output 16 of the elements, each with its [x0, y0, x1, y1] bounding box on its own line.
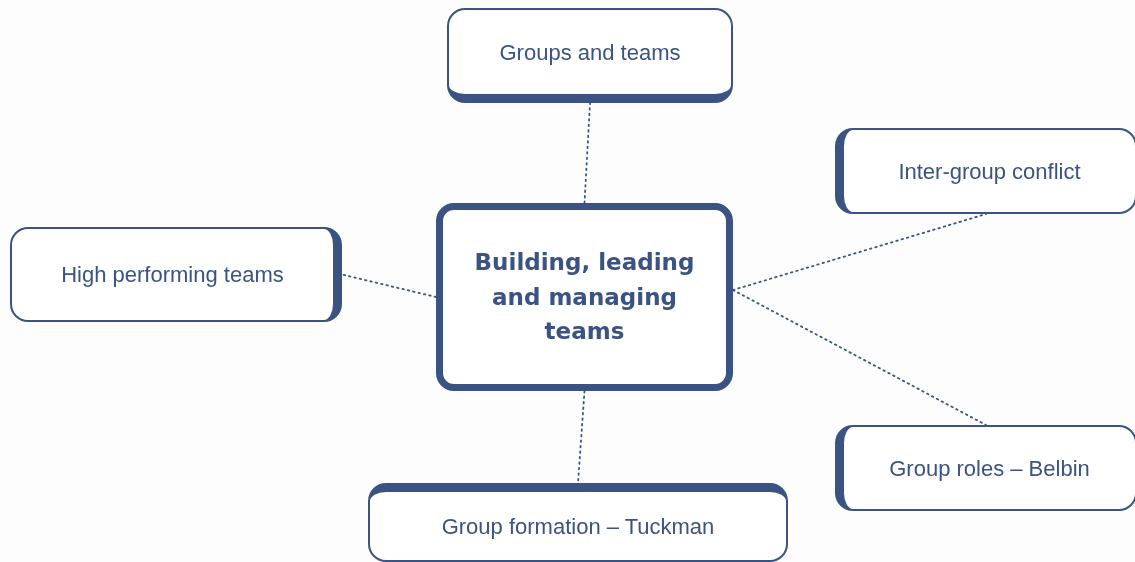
dotted-connector [732, 289, 987, 426]
topic-text: Group formation – Tuckman [441, 512, 715, 541]
dotted-connector [577, 390, 586, 484]
topic-box [368, 483, 788, 562]
dotted-connector [583, 102, 591, 204]
central-topic-text: Building, leading and managing teams [473, 248, 696, 347]
topic-text: Groups and teams [499, 38, 681, 67]
topic-box [447, 8, 733, 103]
topic-box [10, 227, 342, 322]
topic-text: Group roles – Belbin [889, 454, 1090, 483]
topic-box [835, 128, 1135, 214]
central-topic-box [436, 203, 733, 391]
dotted-connector [341, 273, 437, 298]
topic-text: High performing teams [61, 261, 284, 289]
topic-text: Inter-group conflict [898, 157, 1081, 186]
topic-box [835, 425, 1135, 511]
